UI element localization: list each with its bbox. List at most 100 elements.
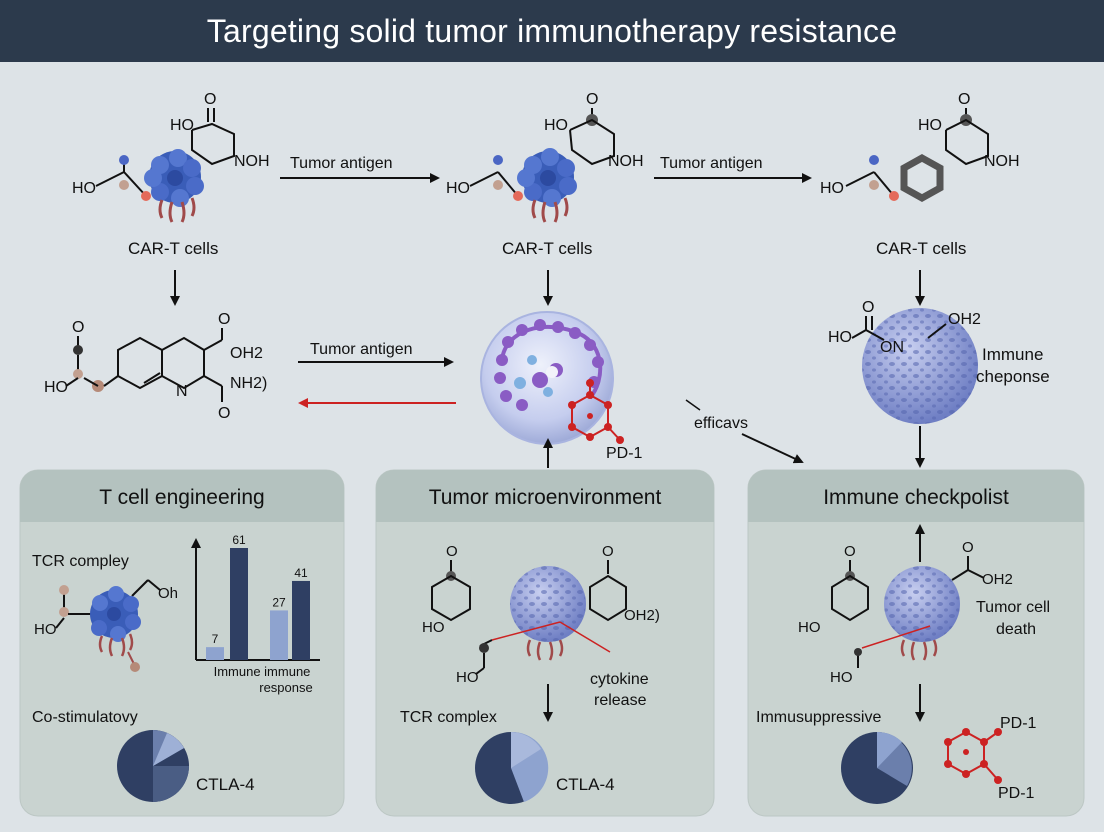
- panel3-ho1: HO: [798, 619, 821, 636]
- panel3-right-molecule: O OH2: [951, 539, 1013, 588]
- arrow-efficacy: [741, 433, 804, 464]
- bar-3: [270, 610, 288, 660]
- panel1-bar-chart: 7 61 27 41: [191, 533, 320, 661]
- bar-2: [230, 548, 248, 660]
- panel3-oh2: OH2: [982, 571, 1013, 588]
- panel2-tcr-label: TCR complex: [400, 709, 497, 726]
- panel3-o1: O: [844, 543, 856, 560]
- diagram-canvas: O HO NOH HO CAR-T cells Tumor antigen O …: [19, 91, 1085, 817]
- bar-label-1: 7: [212, 632, 219, 646]
- panel1-oh: Oh: [158, 585, 178, 602]
- panel3-title: Immune checkpolist: [823, 486, 1009, 509]
- panel3-pd1-molecule: [944, 728, 1002, 784]
- bar-label-3: 27: [272, 595, 286, 609]
- mol1-o: O: [204, 91, 216, 108]
- mid-mol-o2: O: [218, 311, 230, 328]
- panel2-cytokine-line2: release: [594, 692, 647, 709]
- immune-label-line1: Immune: [982, 345, 1043, 364]
- panel3-pie-chart: [841, 731, 913, 804]
- panel3-left-molecule: O HO HO: [798, 543, 869, 686]
- tumor-antigen-label-2: Tumor antigen: [660, 155, 763, 172]
- mol2-o: O: [586, 91, 598, 108]
- panel1-molecule: HO Oh: [34, 579, 178, 638]
- middle-left-molecule: O HO N O OH2 O NH2): [44, 311, 267, 422]
- tumor-antigen-label-3: Tumor antigen: [310, 341, 413, 358]
- panel2-ho1: HO: [422, 619, 445, 636]
- right-mol-on: ON: [880, 339, 904, 356]
- mol2-ho: HO: [544, 117, 568, 134]
- bar-label-4: 41: [294, 566, 308, 580]
- page-title: Targeting solid tumor immunotherapy resi…: [0, 0, 1104, 62]
- tumor-antigen-label-1: Tumor antigen: [290, 155, 393, 172]
- panel1-ho: HO: [34, 621, 57, 638]
- mid-mol-ho: HO: [44, 379, 68, 396]
- panel1-ctla4-label: CTLA-4: [196, 775, 255, 794]
- panel2-pie-chart: [475, 731, 549, 804]
- mol1-ho: HO: [170, 117, 194, 134]
- mol1-noh: NOH: [234, 153, 270, 170]
- protein-cluster-2: [517, 148, 577, 223]
- molecule-2: O HO NOH HO: [446, 91, 644, 201]
- panel3-immuno-label: Immusuppressive: [756, 709, 881, 726]
- mid-mol-oh2: OH2: [230, 345, 263, 362]
- mol3-ho2: HO: [820, 180, 844, 197]
- panel3-tumor-cell: [861, 566, 960, 661]
- mol3-o: O: [958, 91, 970, 108]
- molecule-1: O HO NOH HO: [72, 91, 270, 201]
- panel-immune-checkpoint: [747, 469, 1085, 817]
- mid-mol-o: O: [72, 319, 84, 336]
- panel3-death-line2: death: [996, 621, 1036, 638]
- immune-label-line2: cheponse: [976, 367, 1050, 386]
- protein-cluster-1: [144, 149, 204, 223]
- panel1-tcr-label: TCR compley: [32, 553, 129, 570]
- bar-label-2: 61: [232, 533, 246, 547]
- car-t-label-1: CAR-T cells: [128, 239, 218, 258]
- mol2-ho2: HO: [446, 180, 470, 197]
- panel2-title: Tumor microenvironment: [429, 486, 662, 509]
- efficacy-tick: [685, 399, 701, 411]
- mid-mol-o3: O: [218, 405, 230, 422]
- bar-chart-xlabel-line2: response: [259, 680, 312, 695]
- bar-4: [292, 580, 310, 660]
- panel-t-cell-engineering: [19, 469, 345, 817]
- mol1-ho2: HO: [72, 180, 96, 197]
- panel1-title: T cell engineering: [99, 486, 264, 509]
- efficacy-label: efficavs: [694, 415, 748, 432]
- bar-chart-xlabel-line1: Immune immune: [214, 664, 311, 679]
- bar-1: [206, 647, 224, 660]
- right-mol-ho: HO: [828, 329, 852, 346]
- panel3-o2: O: [962, 539, 974, 556]
- mol2-noh: NOH: [608, 153, 644, 170]
- immune-response-cell: [862, 308, 978, 424]
- mid-mol-nh2: NH2): [230, 375, 267, 392]
- panel2-ho2: HO: [456, 669, 479, 686]
- panel2-o1: O: [446, 543, 458, 560]
- molecule-3: O HO NOH HO: [820, 91, 1020, 203]
- car-t-label-3: CAR-T cells: [876, 239, 966, 258]
- panel3-pd1-label-b: PD-1: [998, 785, 1035, 802]
- panel2-tumor-cell: [491, 566, 611, 661]
- central-tumor-cell: [480, 311, 614, 445]
- panel2-right-molecule: O OH2): [589, 543, 660, 624]
- panel3-ho2: HO: [830, 669, 853, 686]
- mid-mol-n: N: [176, 383, 188, 400]
- panel-tumor-microenvironment: [375, 469, 715, 817]
- panel1-pie-chart: [117, 730, 189, 802]
- panel1-costim-label: Co-stimulatovy: [32, 709, 138, 726]
- right-mol-o: O: [862, 299, 874, 316]
- pd1-molecule-center: [568, 379, 624, 444]
- panel1-protein-cluster: [90, 586, 141, 672]
- right-middle-molecule: HO O ON OH2: [828, 299, 981, 356]
- mol3-ho: HO: [918, 117, 942, 134]
- panel2-left-molecule: O HO HO: [422, 543, 493, 686]
- panel2-cytokine-line1: cytokine: [590, 671, 649, 688]
- panel2-oh2: OH2): [624, 607, 660, 624]
- panel2-o2: O: [602, 543, 614, 560]
- mol3-noh: NOH: [984, 153, 1020, 170]
- pd1-label-center: PD-1: [606, 445, 643, 462]
- right-mol-oh2: OH2: [948, 311, 981, 328]
- panel2-ctla4-label: CTLA-4: [556, 775, 615, 794]
- panel3-pd1-label-a: PD-1: [1000, 715, 1037, 732]
- panel3-death-line1: Tumor cell: [976, 599, 1050, 616]
- car-t-label-2: CAR-T cells: [502, 239, 592, 258]
